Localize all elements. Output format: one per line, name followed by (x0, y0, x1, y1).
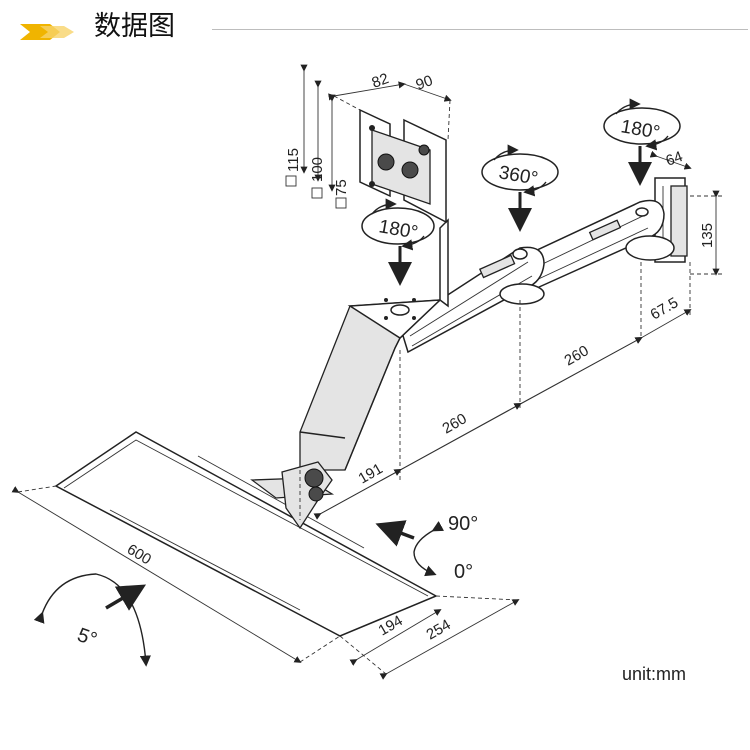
vesa-head (359, 108, 449, 308)
upper-arm (519, 199, 675, 294)
page-title: 数据图 (94, 11, 175, 42)
dim-260-upper: 260 (562, 342, 592, 369)
swivel-arrow (375, 520, 445, 577)
dim-90: 90 (414, 72, 435, 94)
dim-260-lower: 260 (440, 410, 470, 437)
main-column (299, 298, 443, 471)
dim-100: 100 (309, 157, 326, 182)
dim-254: 254 (424, 616, 454, 643)
rotation-badge-wall (603, 98, 681, 186)
rotation-badge-mid (481, 144, 559, 232)
rotation-badge-head (361, 198, 435, 286)
dim-115: 115 (285, 148, 302, 172)
dim-82: 82 (370, 70, 391, 92)
dimension-lines (11, 64, 722, 680)
dim-600: 600 (124, 541, 154, 568)
dim-64: 64 (664, 148, 685, 170)
unit-label: unit:mm (622, 664, 687, 684)
dim-75: 75 (333, 179, 350, 196)
title-divider (212, 29, 748, 30)
dim-191: 191 (356, 460, 386, 487)
angle-label-tilt: 5° (74, 624, 99, 651)
dim-67-5: 67.5 (648, 294, 682, 323)
header: 数据图 (0, 0, 750, 56)
lower-arm (399, 246, 545, 354)
dim-135: 135 (699, 223, 716, 248)
tilt-arrow (33, 573, 151, 667)
angle-label-0: 0° (454, 561, 473, 583)
chevron-right-icon (20, 24, 74, 40)
angle-label-90: 90° (448, 513, 478, 535)
